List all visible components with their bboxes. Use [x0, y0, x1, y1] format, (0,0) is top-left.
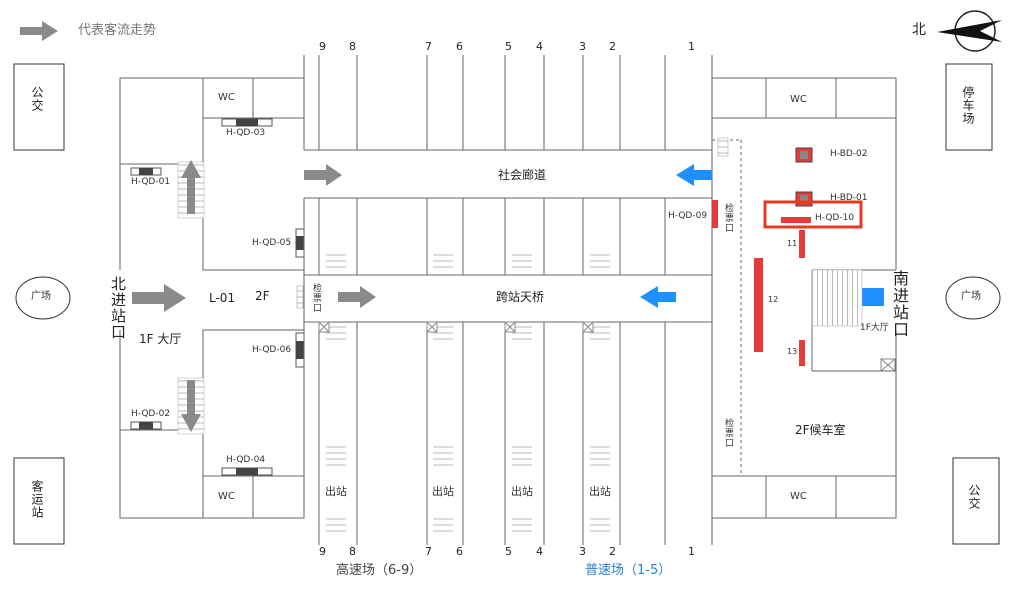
wc-se: WC: [790, 491, 807, 502]
label-qd03: H-QD-03: [226, 128, 266, 138]
track-bottom-4: 4: [536, 545, 543, 558]
label-qd01: H-QD-01: [131, 177, 171, 187]
label-11: 11: [787, 239, 798, 248]
hall-1f-south: 1F大厅: [860, 323, 889, 333]
bus-box-top-left: [13, 63, 65, 151]
track-top-9: 9: [319, 40, 326, 53]
hall-2f: 2F: [255, 289, 270, 303]
coach-label: 客运站: [30, 480, 44, 519]
parking-box: [945, 63, 993, 151]
track-bottom-3: 3: [579, 545, 586, 558]
plaza-left-label: 广场: [31, 291, 51, 302]
elevators: [318, 321, 896, 372]
bus-label-bottom-right: 公交: [967, 484, 981, 510]
south-waiting-room: 2F候车室: [795, 423, 846, 437]
wc-sw: WC: [218, 491, 235, 502]
track-bottom-2: 2: [609, 545, 616, 558]
platforms: [303, 55, 713, 545]
zone-normal-speed: 普速场（1-5）: [585, 563, 672, 578]
plaza-left: [15, 276, 71, 320]
social-corridor-label: 社会廊道: [498, 168, 547, 182]
zone-high-speed: 高速场（6-9）: [336, 563, 423, 578]
ticket-gate-south-bottom: 检票口: [723, 418, 733, 448]
track-top-7: 7: [425, 40, 432, 53]
track-top-2: 2: [609, 40, 616, 53]
label-qd10: H-QD-10: [815, 213, 855, 223]
track-top-1: 1: [688, 40, 695, 53]
ticket-gate-south-top: 检票口: [723, 203, 733, 233]
hall-l01: L-01: [209, 291, 236, 305]
coach-box: [13, 457, 65, 545]
exit-label-2: 出站: [432, 485, 454, 498]
label-qd05: H-QD-05: [252, 238, 292, 248]
track-bottom-5: 5: [505, 545, 512, 558]
track-bottom-9: 9: [319, 545, 326, 558]
arrow-north-entrance-icon: [132, 284, 186, 312]
north-entrance-label: 北进站口: [109, 276, 127, 340]
exit-label-3: 出站: [511, 485, 533, 498]
track-top-8: 8: [349, 40, 356, 53]
arrow-up-icon: [181, 160, 201, 214]
ticket-gate-bridge: 检票口: [311, 283, 321, 313]
label-12: 12: [768, 295, 779, 304]
wc-nw: WC: [218, 92, 235, 103]
label-qd04: H-QD-04: [226, 455, 266, 465]
track-top-3: 3: [579, 40, 586, 53]
track-top-6: 6: [456, 40, 463, 53]
arrow-bridge-grey-icon: [338, 286, 376, 308]
label-qd06: H-QD-06: [252, 345, 292, 355]
stair-south: [811, 269, 863, 327]
wc-ne: WC: [790, 94, 807, 105]
red-devices: [712, 200, 811, 366]
south-entrance-label: 南进站口: [890, 270, 909, 338]
track-top-5: 5: [505, 40, 512, 53]
arrow-down-icon: [181, 380, 201, 432]
plaza-right-label: 广场: [961, 291, 981, 302]
arrow-blue-bridge-icon: [640, 286, 676, 308]
legend-arrow-icon: [20, 21, 58, 41]
plaza-right: [945, 276, 1001, 320]
arrow-social-corridor-icon: [304, 164, 342, 186]
gate-stack-top: [717, 137, 729, 157]
highlight-qd10: [763, 200, 863, 229]
platform-stairs: [326, 250, 610, 536]
label-13: 13: [787, 347, 798, 356]
exit-label-4: 出站: [589, 485, 611, 498]
device-bd02: [795, 147, 813, 163]
gate-bridge-left: [296, 285, 304, 309]
track-bottom-1: 1: [688, 545, 695, 558]
track-bottom-8: 8: [349, 545, 356, 558]
label-qd02: H-QD-02: [131, 409, 171, 419]
label-bd01: H-BD-01: [830, 193, 868, 203]
hall-1f-north: 1F 大厅: [139, 332, 182, 346]
label-bd02: H-BD-02: [830, 149, 868, 159]
track-bottom-7: 7: [425, 545, 432, 558]
label-qd09: H-QD-09: [668, 211, 708, 221]
device-bd01: [795, 191, 813, 207]
track-bottom-6: 6: [456, 545, 463, 558]
track-top-4: 4: [536, 40, 543, 53]
parking-label: 停车场: [961, 86, 975, 125]
legend-text: 代表客流走势: [78, 23, 157, 38]
north-compass-icon: [937, 10, 1002, 52]
arrow-blue-corridor-icon: [676, 164, 712, 186]
north-label: 北: [912, 22, 926, 38]
exit-label-1: 出站: [325, 485, 347, 498]
bus-label-top-left: 公交: [30, 86, 44, 112]
bus-box-bottom-right: [952, 457, 1000, 545]
bridge-label: 跨站天桥: [496, 290, 545, 304]
